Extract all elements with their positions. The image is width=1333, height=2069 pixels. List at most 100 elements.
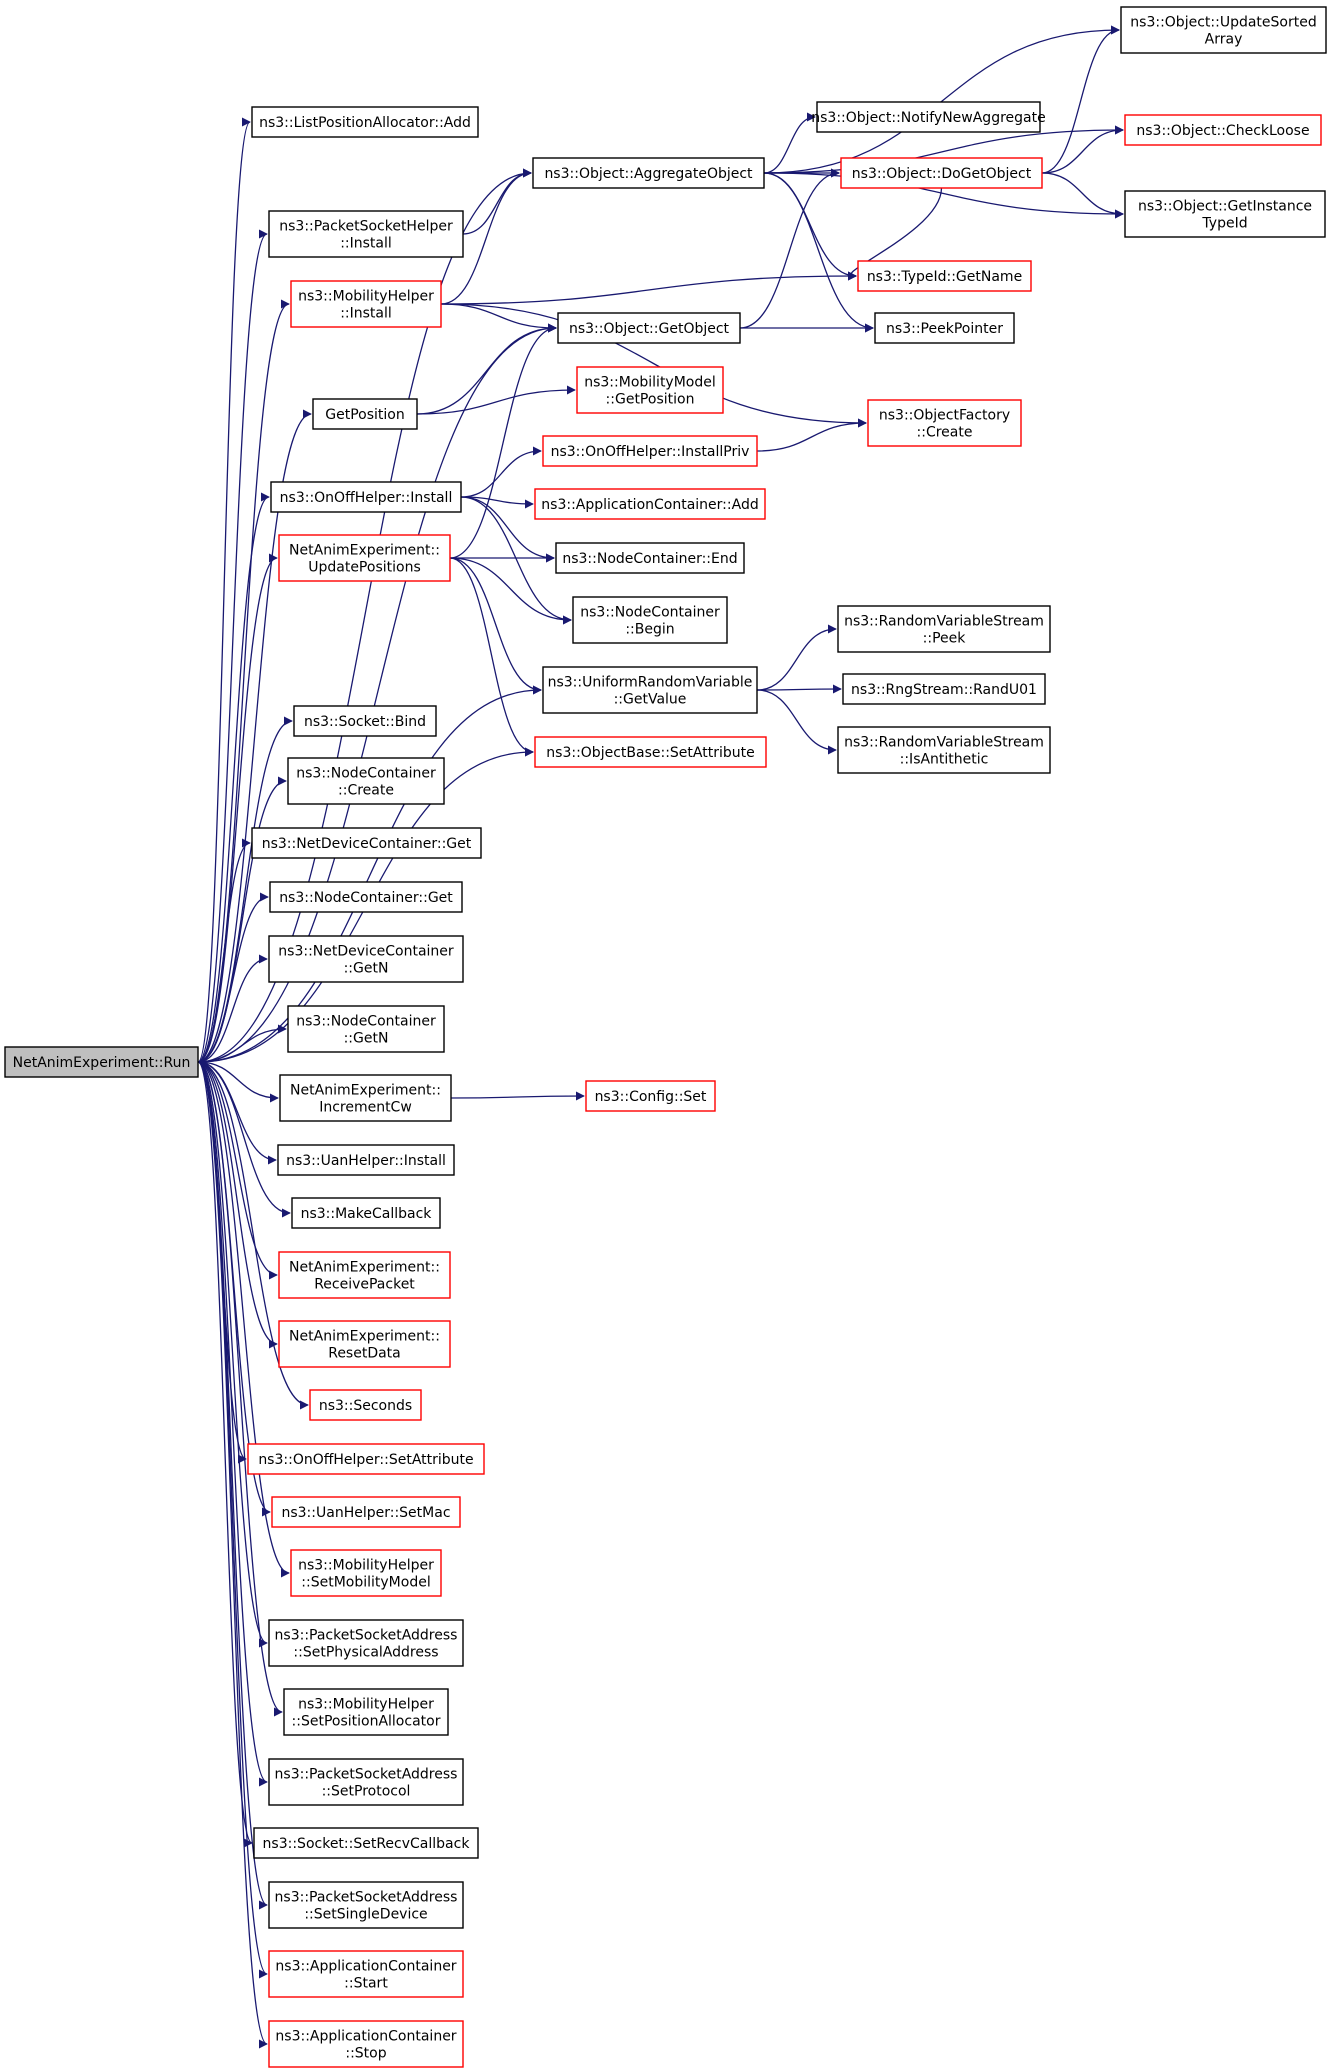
node-label: ns3::TypeId::GetName — [867, 269, 1022, 285]
node-label: Array — [1205, 32, 1243, 48]
call-edge-urv_getvalue-to-rvs_isanti — [756, 689, 837, 755]
node-label: ns3::NodeContainer::Get — [279, 890, 453, 906]
call-edge-run-to-psa_setproto — [197, 1061, 268, 1787]
node-label: ::Install — [340, 306, 392, 322]
node-typeid-getname[interactable]: ns3::TypeId::GetName — [857, 260, 1032, 292]
node-label: ns3::MobilityHelper — [298, 1558, 434, 1574]
node-box — [842, 673, 1046, 705]
node-config-set[interactable]: ns3::Config::Set — [585, 1080, 716, 1112]
node-obj-getobject[interactable]: ns3::Object::GetObject — [557, 312, 741, 344]
call-edge-update_pos-to-nc_begin — [449, 557, 572, 625]
call-edge-onoff_install-to-onoff_installpriv — [460, 446, 542, 498]
node-rng-randu01[interactable]: ns3::RngStream::RandU01 — [842, 673, 1046, 705]
node-make-cb[interactable]: ns3::MakeCallback — [291, 1197, 441, 1229]
node-obj-aggregate[interactable]: ns3::Object::AggregateObject — [532, 157, 765, 189]
node-obj-notify[interactable]: ns3::Object::NotifyNewAggregate — [811, 101, 1046, 133]
node-ac-add[interactable]: ns3::ApplicationContainer::Add — [534, 488, 766, 520]
node-box — [867, 399, 1022, 447]
node-psa-setproto[interactable]: ns3::PacketSocketAddress::SetProtocol — [268, 1758, 464, 1806]
node-nc-get[interactable]: ns3::NodeContainer::Get — [269, 881, 463, 913]
node-nc-getn[interactable]: ns3::NodeContainer::GetN — [287, 1005, 445, 1053]
call-edge-obj_aggregate-to-obj_notify — [763, 112, 816, 174]
node-box — [283, 1688, 449, 1736]
node-obj-dogetobject[interactable]: ns3::Object::DoGetObject — [840, 157, 1043, 189]
node-box — [278, 1320, 451, 1368]
node-rvs-isanti[interactable]: ns3::RandomVariableStream::IsAntithetic — [837, 726, 1051, 774]
node-box — [874, 312, 1015, 344]
node-ac-start[interactable]: ns3::ApplicationContainer::Start — [268, 1950, 464, 1998]
node-sock-setrecv[interactable]: ns3::Socket::SetRecvCallback — [253, 1827, 479, 1859]
node-psa-setphys[interactable]: ns3::PacketSocketAddress::SetPhysicalAdd… — [268, 1619, 464, 1667]
node-label: NetAnimExperiment:: — [289, 543, 440, 559]
node-nc-end[interactable]: ns3::NodeContainer::End — [555, 542, 745, 574]
call-edge-run-to-ndc_get — [197, 838, 251, 1063]
call-edge-run-to-pkt_install — [197, 229, 268, 1063]
node-label: NetAnimExperiment:: — [289, 1260, 440, 1276]
call-edge-update_pos-to-ob_setattr — [449, 557, 534, 757]
node-seconds[interactable]: ns3::Seconds — [309, 1389, 422, 1421]
node-box — [837, 605, 1051, 653]
node-recv-pkt[interactable]: NetAnimExperiment::ReceivePacket — [278, 1251, 451, 1299]
call-edge-mob_install-to-obj_aggregate — [440, 168, 532, 305]
node-box — [269, 881, 463, 913]
node-uan-setmac[interactable]: ns3::UanHelper::SetMac — [271, 1496, 461, 1528]
node-label: ns3::MobilityHelper — [298, 1697, 434, 1713]
node-urv-getvalue[interactable]: ns3::UniformRandomVariable::GetValue — [542, 666, 758, 714]
node-nc-begin[interactable]: ns3::NodeContainer::Begin — [572, 596, 728, 644]
node-label: ns3::PeekPointer — [886, 321, 1003, 337]
node-label: ::SetMobilityModel — [301, 1575, 430, 1591]
node-label: ns3::RandomVariableStream — [844, 735, 1044, 751]
node-nc-create[interactable]: ns3::NodeContainer::Create — [287, 757, 445, 805]
call-edge-obj_dogetobject-to-typeid_getname — [847, 187, 943, 281]
node-inc-cw[interactable]: NetAnimExperiment::IncrementCw — [279, 1074, 452, 1122]
node-psa-setsingle[interactable]: ns3::PacketSocketAddress::SetSingleDevic… — [268, 1881, 464, 1929]
node-mob-install[interactable]: ns3::MobilityHelper::Install — [290, 280, 442, 328]
node-box — [287, 757, 445, 805]
node-peek-pointer[interactable]: ns3::PeekPointer — [874, 312, 1015, 344]
node-getpos[interactable]: GetPosition — [312, 398, 418, 430]
node-label: ns3::Object::AggregateObject — [544, 166, 753, 182]
node-ndc-get[interactable]: ns3::NetDeviceContainer::Get — [251, 827, 482, 859]
node-label: ns3::MobilityModel — [584, 375, 716, 391]
call-edge-urv_getvalue-to-rng_randu01 — [756, 684, 842, 694]
node-label: ns3::Object::NotifyNewAggregate — [811, 110, 1045, 126]
node-socket-bind[interactable]: ns3::Socket::Bind — [293, 705, 437, 737]
node-mob-setalloc[interactable]: ns3::MobilityHelper::SetPositionAllocato… — [283, 1688, 449, 1736]
node-ob-setattr[interactable]: ns3::ObjectBase::SetAttribute — [534, 736, 767, 768]
node-box — [585, 1080, 716, 1112]
node-box — [572, 596, 728, 644]
node-ac-stop[interactable]: ns3::ApplicationContainer::Stop — [268, 2020, 464, 2068]
call-edge-run-to-ndc_getn — [197, 954, 268, 1063]
node-box — [816, 101, 1041, 133]
node-obj-checkloose[interactable]: ns3::Object::CheckLoose — [1124, 114, 1322, 146]
node-objfactory-create[interactable]: ns3::ObjectFactory::Create — [867, 399, 1022, 447]
node-pkt-install[interactable]: ns3::PacketSocketHelper::Install — [268, 210, 464, 258]
node-box — [1124, 190, 1326, 238]
function-nodes: NetAnimExperiment::Runns3::ListPositionA… — [4, 6, 1327, 2068]
node-label: GetPosition — [325, 407, 404, 423]
call-edge-getpos-to-obj_getobject — [416, 323, 557, 415]
node-onoff-installpriv[interactable]: ns3::OnOffHelper::InstallPriv — [542, 435, 758, 467]
node-update-pos[interactable]: NetAnimExperiment::UpdatePositions — [278, 534, 451, 582]
node-box — [268, 210, 464, 258]
node-rvs-peek[interactable]: ns3::RandomVariableStream::Peek — [837, 605, 1051, 653]
node-label: ns3::Seconds — [319, 1398, 412, 1414]
node-onoff-install[interactable]: ns3::OnOffHelper::Install — [270, 481, 462, 513]
call-edge-run-to-recv_pkt — [197, 1061, 278, 1280]
node-box — [4, 1046, 199, 1078]
node-label: NetAnimExperiment:: — [290, 1083, 441, 1099]
node-ndc-getn[interactable]: ns3::NetDeviceContainer::GetN — [268, 935, 464, 983]
node-list-add[interactable]: ns3::ListPositionAllocator::Add — [251, 106, 479, 138]
node-label: ::GetValue — [614, 692, 687, 708]
node-label: ns3::PacketSocketHelper — [279, 219, 453, 235]
node-mm-getpos[interactable]: ns3::MobilityModel::GetPosition — [576, 366, 724, 414]
node-uan-install[interactable]: ns3::UanHelper::Install — [277, 1144, 455, 1176]
node-mob-setmodel[interactable]: ns3::MobilityHelper::SetMobilityModel — [290, 1549, 442, 1597]
node-reset-data[interactable]: NetAnimExperiment::ResetData — [278, 1320, 451, 1368]
node-label: ns3::NetDeviceContainer — [278, 944, 454, 960]
node-onoff-setattr[interactable]: ns3::OnOffHelper::SetAttribute — [247, 1443, 485, 1475]
node-label: TypeId — [1201, 216, 1247, 232]
node-box — [291, 1197, 441, 1229]
